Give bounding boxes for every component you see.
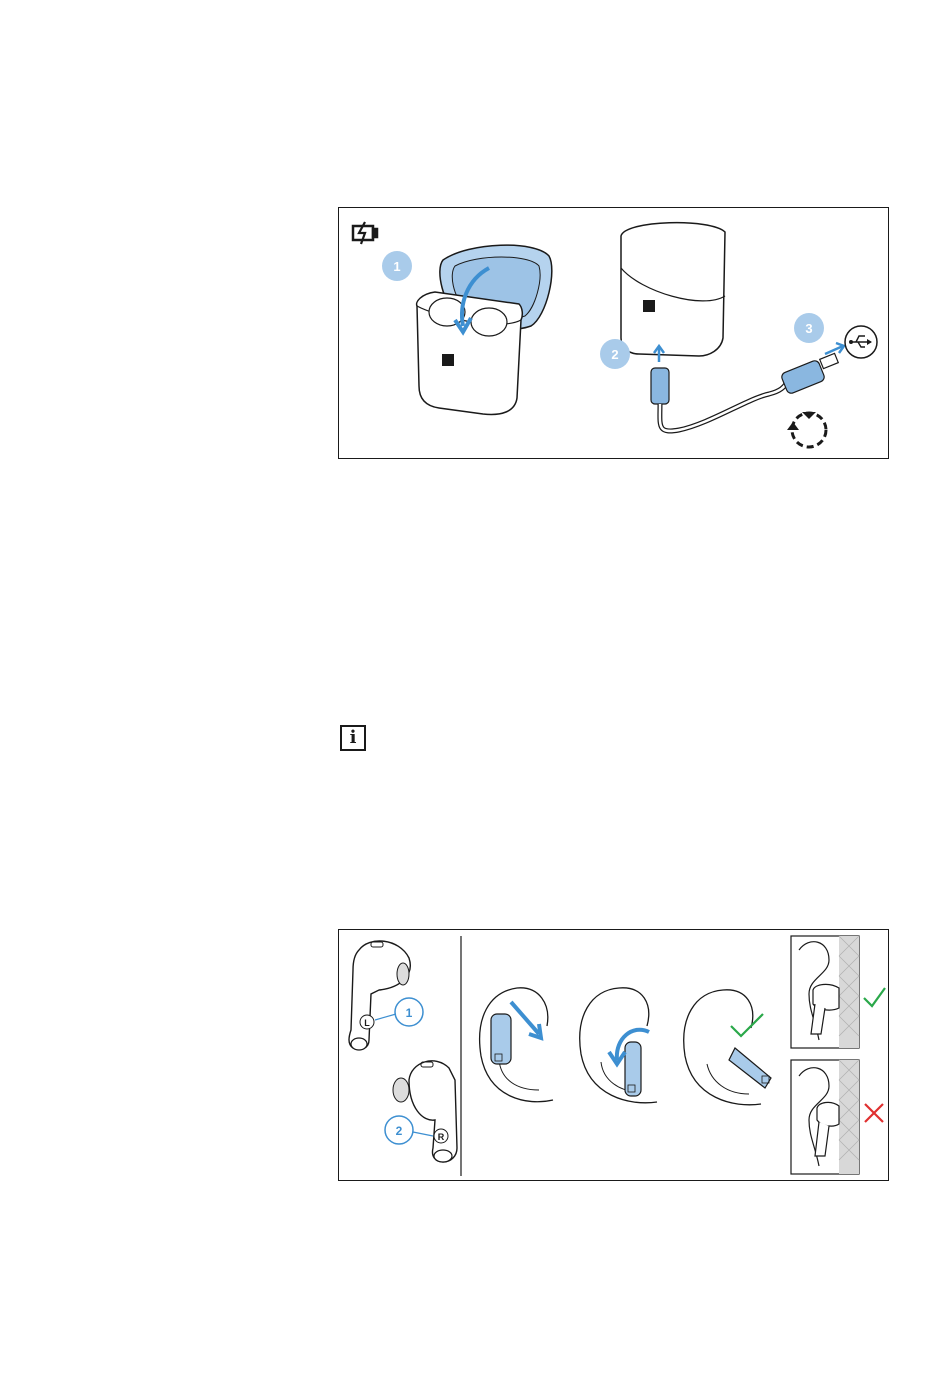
earbud-fitting-illustration: L 1 R 2: [338, 929, 889, 1181]
callout-label-2: 2: [396, 1124, 403, 1138]
open-charging-case: [417, 245, 552, 414]
ear-insert-step-1: [480, 988, 553, 1102]
ear-insert-step-3: [684, 990, 771, 1105]
charging-illustration: 1 2 3: [338, 207, 889, 459]
callout-label-1: 1: [406, 1006, 413, 1020]
cross-icon: [865, 1104, 883, 1122]
right-earbud: R: [393, 1061, 457, 1162]
usb-icon: [845, 326, 877, 358]
closed-charging-case: [621, 223, 725, 356]
incorrect-seal-panel: [791, 1060, 859, 1174]
info-icon: i: [340, 725, 366, 751]
left-marker: L: [364, 1018, 370, 1028]
usb-c-cable: [651, 353, 838, 431]
correct-checkmark-icon: [864, 988, 885, 1006]
timer-icon: [787, 412, 826, 447]
charging-battery-icon: [353, 222, 377, 244]
step-label-1: 1: [393, 259, 400, 274]
step-label-2: 2: [611, 347, 618, 362]
left-earbud: L: [349, 941, 410, 1050]
ear-insert-step-2: [580, 988, 657, 1103]
correct-seal-panel: [791, 936, 859, 1048]
right-marker: R: [438, 1132, 445, 1142]
checkmark-icon: [731, 1014, 763, 1036]
step-label-3: 3: [805, 321, 812, 336]
